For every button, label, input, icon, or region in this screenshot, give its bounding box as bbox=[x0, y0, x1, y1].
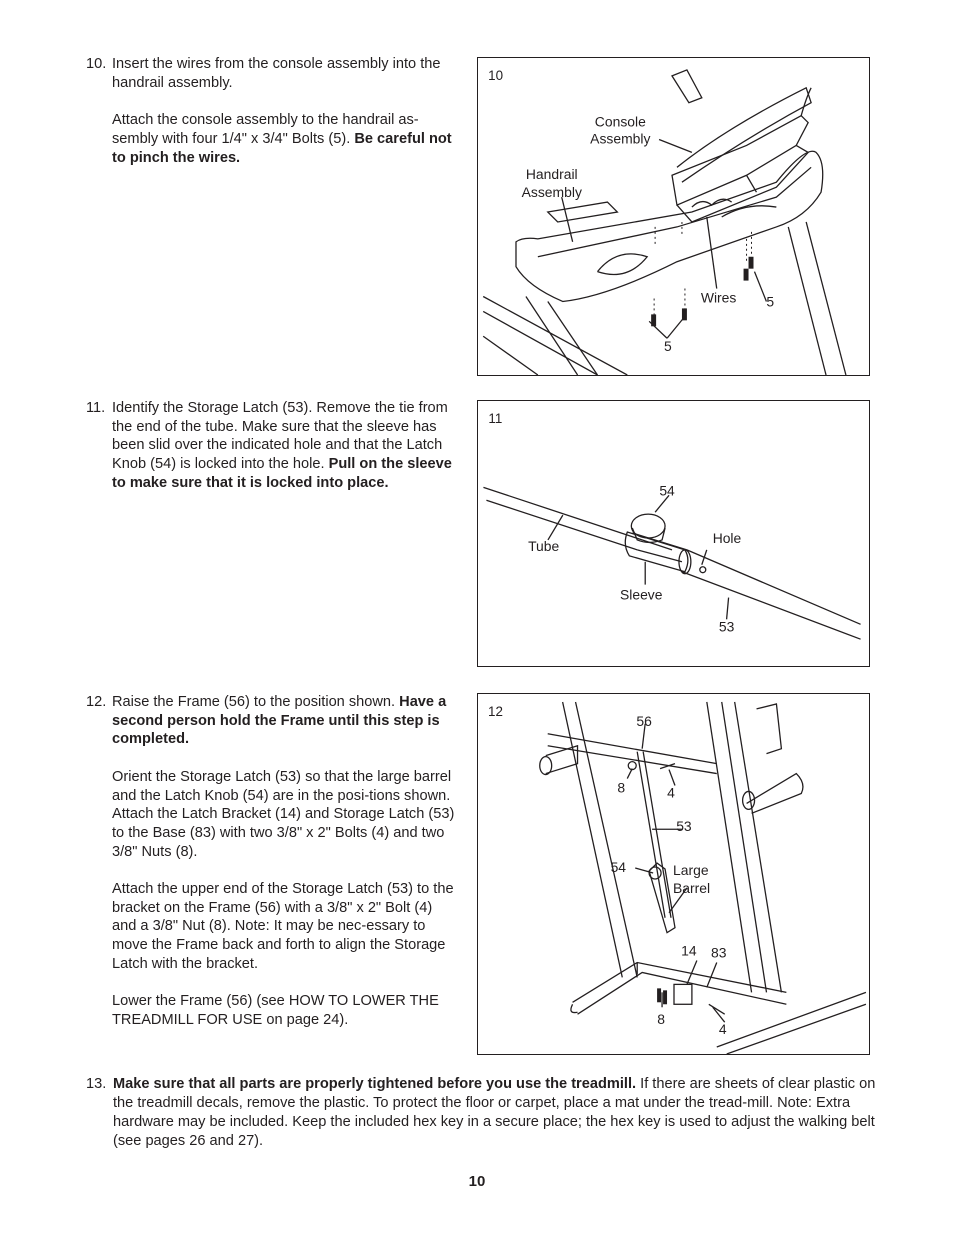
step-number: 13. bbox=[86, 1076, 107, 1092]
step-text: Orient the Storage Latch (53) so that th… bbox=[112, 768, 455, 860]
step-text: Attach the console assembly to the handr… bbox=[112, 112, 452, 166]
warning-text: Be careful not to pinch the wires. bbox=[112, 130, 452, 166]
label-bracket: 14 bbox=[681, 943, 697, 959]
step-11: 11. Identify the Storage Latch (53). Rem… bbox=[86, 399, 456, 511]
label-large-barrel: Large bbox=[673, 862, 709, 878]
figure-number: 10 bbox=[488, 68, 503, 83]
step-10: 10. Insert the wires from the console as… bbox=[86, 55, 456, 186]
label-latch: 53 bbox=[719, 618, 735, 634]
label-nut: 8 bbox=[657, 1011, 665, 1027]
step-number: 10. bbox=[86, 56, 107, 72]
label-hole: Hole bbox=[713, 530, 742, 546]
step-text: Attach the upper end of the Storage Latc… bbox=[112, 881, 454, 972]
step-number: 12. bbox=[86, 694, 107, 710]
step-12: 12. Raise the Frame (56) to the position… bbox=[86, 693, 456, 1048]
warning-text: Have a second person hold the Frame unti… bbox=[112, 694, 447, 748]
frame-latch-illustration: 12 bbox=[488, 701, 867, 1054]
storage-latch-illustration: 11 54 Tube Hole Sleeve 53 bbox=[483, 411, 861, 640]
figure-11: 11 54 Tube Hole Sleeve 53 bbox=[477, 400, 870, 667]
warning-text: Pull on the sleeve to make sure that it … bbox=[112, 456, 452, 491]
label-bolt: 4 bbox=[667, 784, 675, 800]
label-nut: 8 bbox=[617, 779, 625, 795]
step-text: Insert the wires from the console assemb… bbox=[112, 56, 441, 91]
label-tube: Tube bbox=[528, 538, 559, 554]
step-number: 11. bbox=[86, 400, 106, 416]
label-frame: 56 bbox=[636, 713, 652, 729]
label-console: Assembly bbox=[590, 130, 650, 146]
label-handrail: Handrail bbox=[526, 166, 578, 182]
label-console: Console bbox=[595, 114, 646, 130]
label-bolt: 4 bbox=[719, 1021, 727, 1037]
label-large-barrel: Barrel bbox=[673, 880, 710, 896]
step-text: Identify the Storage Latch (53). Remove … bbox=[112, 400, 452, 491]
figure-number: 11 bbox=[488, 411, 502, 426]
figure-12: 12 bbox=[477, 693, 870, 1055]
label-wires: Wires bbox=[701, 289, 737, 305]
step-text: Make sure that all parts are properly ti… bbox=[113, 1076, 876, 1149]
step-text: Raise the Frame (56) to the position sho… bbox=[112, 694, 447, 748]
step-text: Lower the Frame (56) (see HOW TO LOWER T… bbox=[112, 993, 439, 1028]
label-handrail: Assembly bbox=[522, 184, 582, 200]
warning-text: Make sure that all parts are properly ti… bbox=[113, 1076, 637, 1092]
step-13: 13. Make sure that all parts are properl… bbox=[86, 1075, 876, 1151]
label-bolt: 5 bbox=[664, 338, 672, 354]
figure-number: 12 bbox=[488, 704, 503, 719]
console-assembly-illustration: 10 bbox=[482, 68, 847, 375]
label-base: 83 bbox=[711, 945, 727, 961]
label-latch: 53 bbox=[676, 818, 692, 834]
figure-10: 10 bbox=[477, 57, 870, 376]
page-number: 10 bbox=[468, 1173, 486, 1190]
label-knob: 54 bbox=[611, 859, 627, 875]
label-knob: 54 bbox=[659, 482, 675, 498]
label-sleeve: Sleeve bbox=[620, 587, 663, 603]
label-bolt: 5 bbox=[766, 293, 774, 309]
